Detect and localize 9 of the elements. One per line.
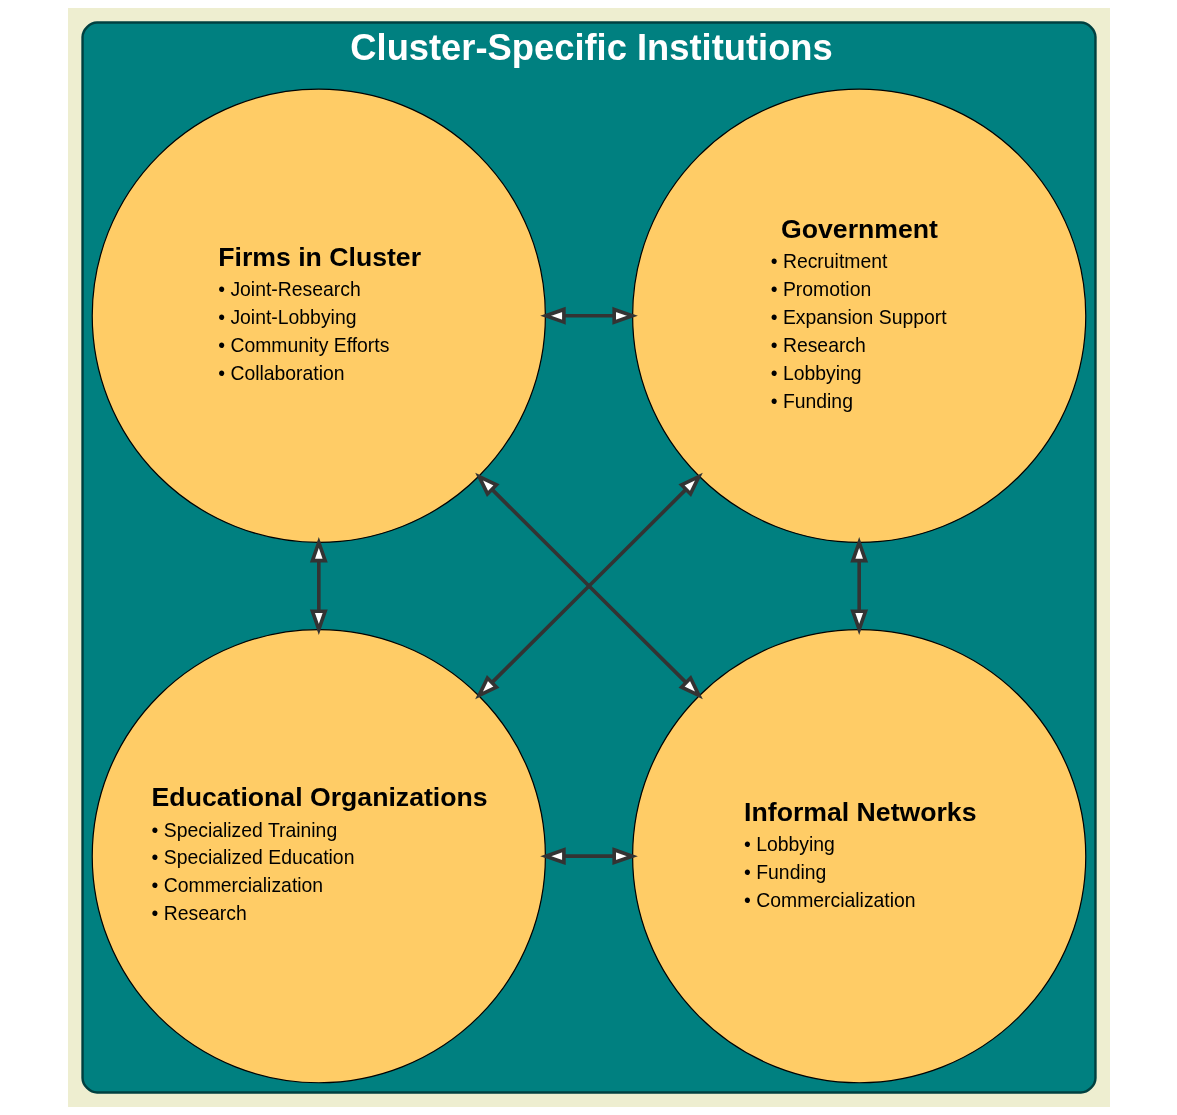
node-circle: Firms in Cluster • Joint-Research • Joint-Lobbying • Community Efforts • Collaboration	[91, 88, 546, 543]
node-circle: Educational Organizations • Specialized Training • Specialized Education • Commercialization • Research	[91, 629, 546, 1084]
arrow	[309, 536, 328, 635]
node-circle: Government • Recruitment • Promotion • Expansion Support • Research • Lobbying • Funding	[631, 88, 1086, 543]
arrow	[539, 306, 638, 325]
arrow	[849, 536, 868, 635]
arrow	[539, 847, 638, 866]
node-circle: Informal Networks • Lobbying • Funding • Commercialization	[631, 629, 1086, 1084]
arrow	[474, 472, 703, 700]
